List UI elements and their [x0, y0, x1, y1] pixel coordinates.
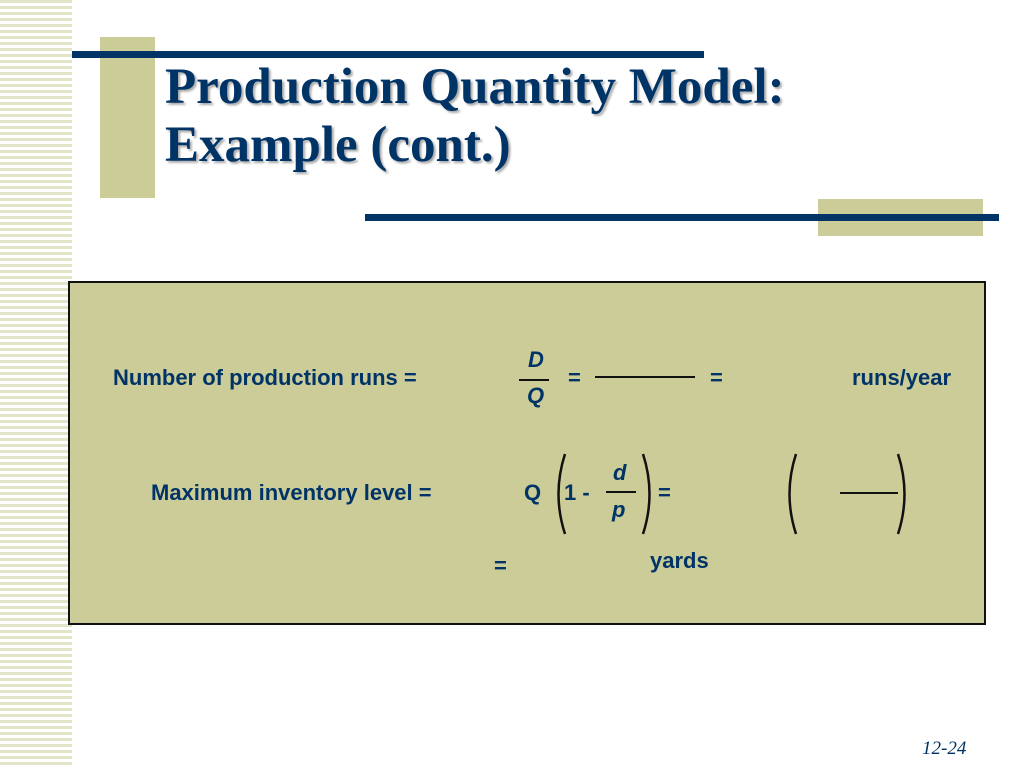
production-runs-label: Number of production runs =: [113, 365, 417, 390]
one-minus-term: 1 -: [564, 480, 590, 505]
demand-numerator: D: [528, 347, 544, 372]
slide-title: Production Quantity Model: Example (cont…: [165, 58, 785, 174]
slide-number: 12-24: [922, 738, 967, 759]
quantity-denominator: Q: [527, 383, 545, 408]
fraction-bar-blank: [595, 376, 695, 378]
title-accent-block: [100, 37, 155, 198]
runs-per-year-unit: runs/year: [852, 365, 952, 390]
production-rate-denominator: p: [612, 497, 626, 522]
left-parenthesis: [788, 453, 798, 535]
max-inventory-label: Maximum inventory level =: [151, 480, 432, 505]
right-parenthesis: [641, 453, 651, 535]
title-bottom-rule: [365, 214, 999, 221]
equals-sign: =: [658, 480, 671, 505]
fraction-bar-blank: [840, 492, 898, 494]
fraction-bar-d-over-q: [519, 379, 549, 381]
fraction-bar-d-over-p: [606, 491, 636, 493]
equals-sign: =: [494, 553, 507, 578]
title-top-rule: [72, 51, 704, 58]
striped-side-decoration: [0, 0, 72, 768]
left-parenthesis: [557, 453, 567, 535]
slide-title-line-1: Production Quantity Model:: [165, 59, 785, 115]
equals-sign: =: [568, 365, 581, 390]
equals-sign: =: [710, 365, 723, 390]
q-symbol: Q: [524, 480, 542, 505]
right-parenthesis: [896, 453, 906, 535]
demand-rate-numerator: d: [613, 460, 627, 485]
slide-title-line-2: Example (cont.): [165, 117, 511, 173]
formula-panel: Number of production runs = D Q = = runs…: [68, 281, 986, 625]
yards-unit: yards: [650, 548, 709, 573]
